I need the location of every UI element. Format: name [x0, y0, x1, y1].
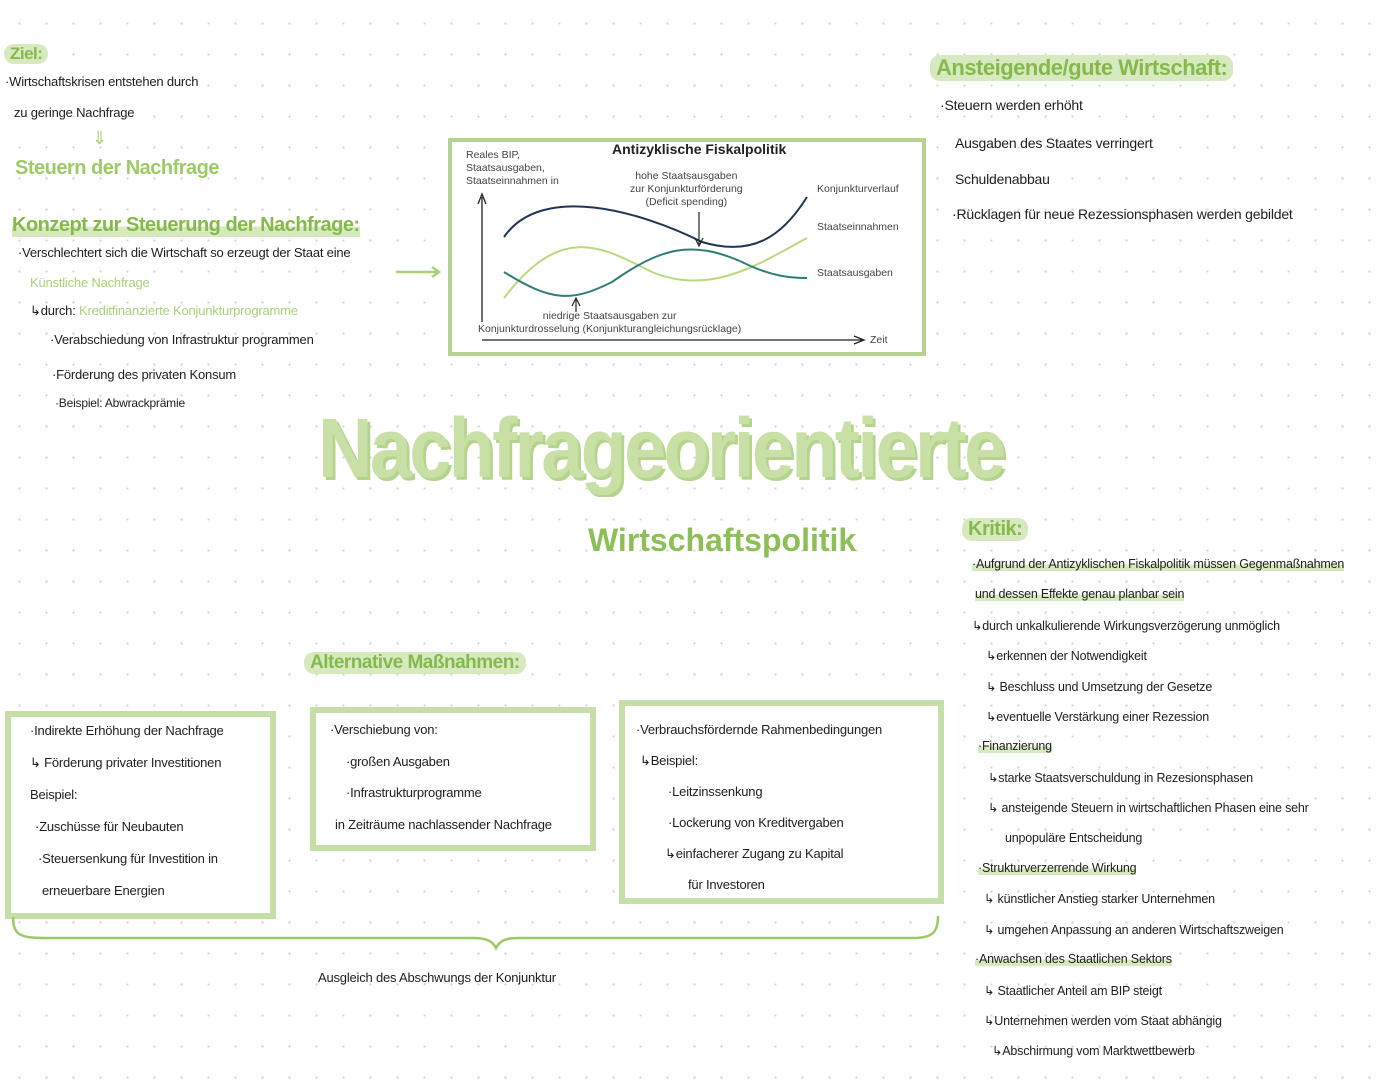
box1-line: Beispiel:	[30, 787, 78, 802]
gute-item: ·Rücklagen für neue Rezessionsphasen wer…	[952, 206, 1293, 222]
konzept-prefix: ↳durch:	[30, 303, 80, 318]
box2-line: in Zeiträume nachlassender Nachfrage	[335, 816, 552, 832]
konzept-line: ·Verschlechtert sich die Wirtschaft so e…	[18, 245, 351, 260]
figure-curves	[477, 192, 866, 345]
box3-line: ·Verbrauchsfördernde Rahmenbedingungen	[636, 722, 883, 737]
down-arrow-icon: ⇓	[92, 128, 107, 148]
ziel-line: zu geringe Nachfrage	[14, 105, 135, 120]
ziel-line: ·Wirtschaftskrisen entstehen durch	[5, 74, 199, 89]
legend-konjunkturverlauf: Konjunkturverlauf	[817, 183, 899, 195]
konzept-line: ↳durch: Kreditfinanzierte Konjunkturprog…	[30, 303, 298, 319]
kritik-line: ·Anwachsen des Staatlichen Sektors	[975, 952, 1172, 967]
konzept-line: Künstliche Nachfrage	[30, 275, 150, 290]
page-subtitle: Wirtschaftspolitik	[588, 522, 857, 558]
kritik-line: ↳ Beschluss und Umsetzung der Gesetze	[986, 679, 1213, 694]
box1-line: ↳ Förderung privater Investitionen	[30, 755, 222, 770]
box2-line: ·Verschiebung von:	[330, 722, 438, 737]
y-axis	[477, 192, 487, 322]
figure-xlabel: Zeit	[870, 334, 888, 346]
gute-item: Ausgaben des Staates verringert	[955, 135, 1153, 151]
alternative-box-2	[310, 707, 596, 851]
box3-line: ·Leitzinssenkung	[668, 784, 763, 799]
box3-line: ↳Beispiel:	[640, 753, 699, 768]
series-staatseinnahmen	[503, 237, 808, 299]
kritik-line: und dessen Effekte genau planbar sein	[975, 587, 1185, 602]
box1-line: erneuerbare Energien	[42, 883, 165, 898]
legend-staatsausgaben: Staatsausgaben	[817, 267, 893, 279]
konzept-green: Kreditfinanzierte Konjunkturprogramme	[79, 303, 298, 318]
legend-staatseinnahmen: Staatseinnahmen	[817, 221, 899, 233]
kritik-line: unpopuläre Entscheidung	[1005, 830, 1143, 845]
kritik-line: ↳ künstlicher Anstieg starker Unternehme…	[984, 892, 1215, 907]
alternative-heading: Alternative Maßnahmen:	[304, 652, 526, 674]
kritik-line: ↳Unternehmen werden vom Staat abhängig	[984, 1014, 1222, 1028]
ziel-result: Steuern der Nachfrage	[15, 157, 220, 179]
konzept-heading: Konzept zur Steuerung der Nachfrage:	[12, 214, 360, 237]
annotation-arrow-high	[694, 212, 704, 248]
kritik-line: ↳durch unkalkulierende Wirkungsverzögeru…	[972, 618, 1280, 633]
kritik-line: ↳ Staatlicher Anteil am BIP steigt	[984, 983, 1162, 998]
gute-item: ·Steuern werden erhöht	[940, 97, 1083, 113]
kritik-line: ↳starke Staatsverschuldung in Rezesionsp…	[988, 770, 1253, 785]
x-axis	[482, 335, 866, 345]
kritik-line: ·Strukturverzerrende Wirkung	[978, 861, 1137, 875]
alternative-summary: Ausgleich des Abschwungs der Konjunktur	[318, 970, 556, 985]
konzept-item: ·Beispiel: Abwrackprämie	[55, 396, 185, 410]
gute-item: Schuldenabbau	[955, 171, 1050, 187]
series-staatsausgaben	[503, 248, 808, 297]
right-arrow-icon	[396, 265, 442, 279]
kritik-line: ↳erkennen der Notwendigkeit	[986, 649, 1147, 664]
figure-title: Antizyklische Fiskalpolitik	[612, 141, 787, 157]
box3-line: ↳einfacherer Zugang zu Kapital	[665, 846, 844, 861]
konzept-item: ·Verabschiedung von Infrastruktur progra…	[50, 332, 314, 347]
gute-heading: Ansteigende/gute Wirtschaft:	[930, 55, 1234, 81]
box2-line: ·Infrastrukturprogramme	[346, 785, 482, 800]
curly-brace	[11, 915, 940, 951]
box3-line: für Investoren	[688, 877, 765, 892]
box2-line: ·großen Ausgaben	[346, 753, 450, 769]
box1-line: ·Indirekte Erhöhung der Nachfrage	[30, 723, 224, 738]
alternative-box-1	[5, 711, 276, 919]
page-title: Nachfrageorientierte	[318, 401, 1006, 495]
figure-ylabel: Reales BIP,Staatsausgaben,Staatseinnahme…	[466, 149, 559, 187]
alternative-box-3	[619, 700, 944, 904]
box1-line: ·Steuersenkung für Investition in	[38, 851, 218, 866]
fiscal-policy-figure: Reales BIP,Staatsausgaben,Staatseinnahme…	[448, 138, 926, 356]
box3-line: ·Lockerung von Kreditvergaben	[668, 815, 844, 830]
kritik-line: ↳ ansteigende Steuern in wirtschaftliche…	[988, 801, 1309, 816]
series-konjunkturverlauf	[503, 196, 808, 248]
konzept-item: ·Förderung des privaten Konsum	[52, 367, 237, 382]
kritik-line: ·Finanzierung	[978, 739, 1052, 754]
ziel-heading: Ziel:	[4, 44, 49, 64]
kritik-line: ↳ umgehen Anpassung an anderen Wirtschaf…	[984, 922, 1284, 937]
kritik-line: ↳eventuelle Verstärkung einer Rezession	[986, 710, 1209, 724]
kritik-heading: Kritik:	[962, 518, 1029, 541]
kritik-line: ↳Abschirmung vom Marktwettbewerb	[992, 1044, 1195, 1059]
kritik-line: ·Aufgrund der Antizyklischen Fiskalpolit…	[972, 557, 1345, 571]
annotation-arrow-low	[571, 296, 581, 312]
box1-line: ·Zuschüsse für Neubauten	[35, 819, 184, 834]
